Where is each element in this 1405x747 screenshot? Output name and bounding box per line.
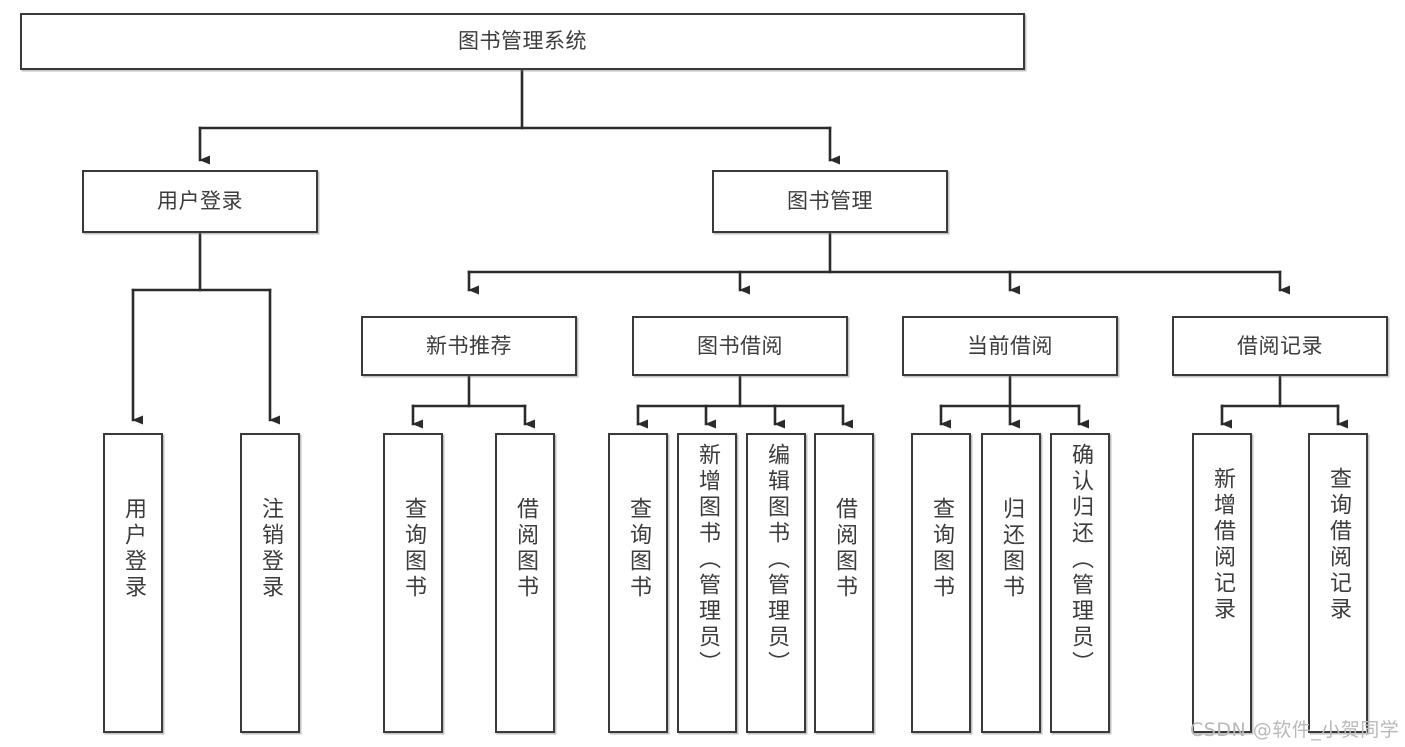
node-current-borrow-label: 当前借阅: [967, 333, 1053, 358]
node-user-login-label: 用户登录: [157, 189, 243, 214]
node-book-borrow-label: 图书借阅: [697, 333, 783, 358]
leaf-query-book-1[interactable]: 查询图书: [383, 433, 443, 733]
leaf-add-book[interactable]: 新增图书（管理员）: [677, 433, 737, 733]
leaf-add-book-label: 新增图书（管理员）: [694, 443, 720, 677]
node-book-manage-label: 图书管理: [787, 189, 873, 214]
leaf-borrow-book-1-label: 借阅图书: [512, 497, 538, 601]
leaf-query-book-2-label: 查询图书: [625, 497, 651, 601]
node-book-borrow[interactable]: 图书借阅: [632, 316, 848, 376]
leaf-edit-book[interactable]: 编辑图书（管理员）: [746, 433, 806, 733]
node-new-book-recommend-label: 新书推荐: [426, 333, 512, 358]
leaf-confirm-return-label: 确认归还（管理员）: [1067, 443, 1093, 677]
leaf-return-book[interactable]: 归还图书: [981, 433, 1041, 733]
leaf-logout-login-label: 注销登录: [257, 497, 283, 601]
leaf-borrow-book-1[interactable]: 借阅图书: [495, 433, 555, 733]
node-current-borrow[interactable]: 当前借阅: [902, 316, 1118, 376]
leaf-logout-login[interactable]: 注销登录: [240, 433, 300, 733]
node-root[interactable]: 图书管理系统: [20, 13, 1025, 70]
node-root-label: 图书管理系统: [458, 29, 587, 54]
leaf-edit-book-label: 编辑图书（管理员）: [763, 443, 789, 677]
leaf-user-login[interactable]: 用户登录: [103, 433, 163, 733]
node-user-login[interactable]: 用户登录: [82, 170, 318, 233]
leaf-query-book-1-label: 查询图书: [400, 497, 426, 601]
leaf-return-book-label: 归还图书: [998, 497, 1024, 601]
leaf-query-book-3-label: 查询图书: [928, 497, 954, 601]
leaf-confirm-return[interactable]: 确认归还（管理员）: [1050, 433, 1110, 733]
leaf-borrow-book-2-label: 借阅图书: [831, 497, 857, 601]
node-new-book-recommend[interactable]: 新书推荐: [361, 316, 577, 376]
node-book-manage[interactable]: 图书管理: [712, 170, 948, 233]
leaf-user-login-label: 用户登录: [120, 497, 146, 601]
node-borrow-record-label: 借阅记录: [1237, 333, 1323, 358]
csdn-watermark-text: CSDN @软件_小贺同学: [1190, 719, 1400, 741]
leaf-query-book-2[interactable]: 查询图书: [608, 433, 668, 733]
csdn-watermark: CSDN @软件_小贺同学: [1190, 715, 1399, 742]
leaf-add-record-label: 新增借阅记录: [1209, 467, 1235, 623]
leaf-borrow-book-2[interactable]: 借阅图书: [814, 433, 874, 733]
leaf-query-record-label: 查询借阅记录: [1325, 467, 1351, 623]
leaf-query-book-3[interactable]: 查询图书: [911, 433, 971, 733]
node-borrow-record[interactable]: 借阅记录: [1172, 316, 1388, 376]
leaf-add-record[interactable]: 新增借阅记录: [1192, 433, 1252, 733]
leaf-query-record[interactable]: 查询借阅记录: [1308, 433, 1368, 733]
